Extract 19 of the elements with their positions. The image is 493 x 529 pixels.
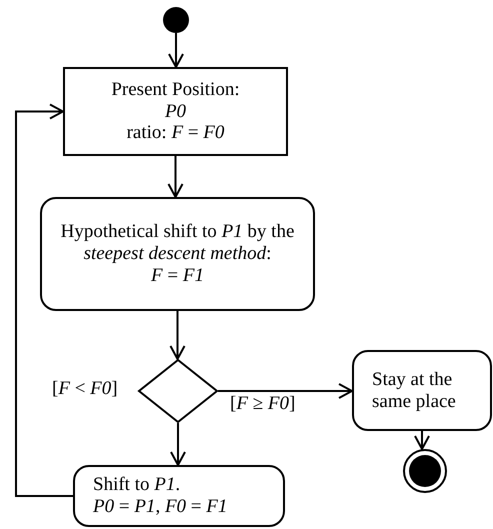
arrow [218, 383, 353, 399]
node-text: F = F1 [151, 264, 204, 287]
arrow [168, 156, 184, 198]
arrow [170, 311, 186, 360]
action-box [63, 67, 288, 156]
arrow [414, 431, 430, 450]
node-text: Present Position: [111, 78, 240, 101]
activity-box [40, 197, 315, 311]
arrow [15, 104, 73, 497]
node-text: ratio: F = F0 [126, 122, 224, 144]
node-text: Hypothetical shift to P1 by the steepest descent method: [60, 221, 296, 265]
node-text: P0 = P1, F0 = F1 [93, 496, 228, 518]
arrow [170, 423, 186, 466]
node-text: Shift to P1. [93, 474, 180, 496]
node-text: Stay at the same place [372, 368, 457, 412]
activity-box [352, 350, 492, 431]
arrow [168, 33, 184, 68]
activity-box [73, 465, 285, 527]
node-text: P0 [164, 100, 186, 122]
